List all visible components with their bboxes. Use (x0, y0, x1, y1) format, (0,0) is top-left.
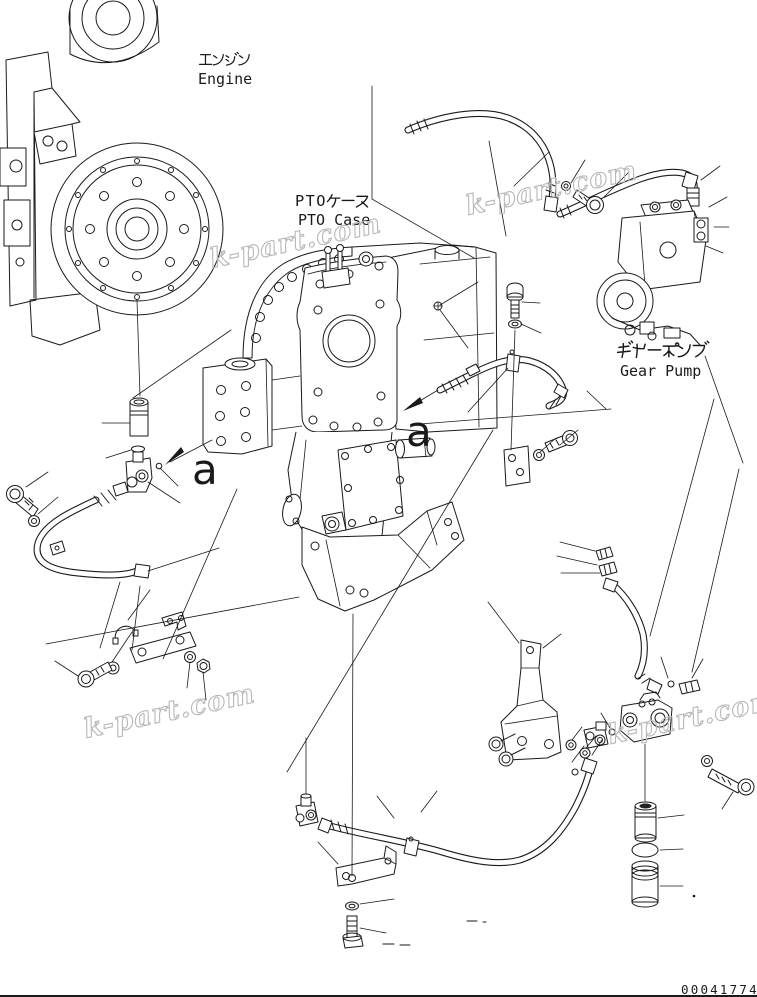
pump-mount-bracket (488, 639, 591, 767)
engine-assembly (0, 0, 224, 346)
bolt-and-washer (6, 485, 40, 527)
page-bottom-border (0, 995, 757, 997)
engine-label-en: Engine (198, 70, 252, 88)
left-hose (33, 481, 151, 579)
hose-clamp (403, 837, 420, 857)
flywheel (50, 142, 224, 316)
top-hose-front (404, 110, 559, 213)
watermark-bottom-left: k-part.com (81, 678, 258, 745)
svg-text:T: T (306, 192, 315, 210)
assembly-arrow-right (403, 389, 439, 411)
leader-lines (25, 85, 744, 934)
filter-o-ring (631, 842, 659, 858)
svg-text:O: O (316, 192, 325, 210)
pto-case-assembly (202, 242, 498, 612)
view-marker-a-right: a (406, 407, 432, 456)
bottom-bracket-parts (335, 845, 487, 949)
pto-mount-bracket (301, 501, 465, 612)
filter-stack (631, 801, 696, 908)
assembly-arrow-left (165, 439, 213, 465)
gear-pump-assembly (596, 199, 709, 346)
return-hose (602, 577, 701, 695)
gear-pump-label-jp (616, 340, 710, 359)
view-marker-a-left: a (192, 445, 218, 494)
bottom-hose (295, 757, 598, 867)
gear-pump-label-en: Gear Pump (620, 362, 701, 380)
pto-left-flange (202, 358, 273, 455)
top-oring-and-bolt (561, 181, 604, 214)
vertical-bolt-parts (503, 282, 578, 487)
engine-label-jp (198, 51, 250, 66)
nut (196, 658, 211, 674)
drawing-number: 00041774 (681, 982, 757, 997)
hose-clamp (49, 540, 66, 556)
left-bracket-parts (77, 611, 211, 688)
right-fittings-chain (595, 546, 618, 577)
hose-clamp (505, 353, 521, 373)
pto-cover-plate (337, 439, 404, 531)
middle-hose (436, 349, 569, 410)
o-ring (131, 445, 145, 453)
breather-and-elbow-fitting-parts (6, 397, 163, 527)
transfer-pump (619, 691, 673, 743)
pump-bolt-and-washer (701, 755, 755, 796)
pto-case-label-en: PTO Case (298, 211, 370, 229)
svg-text:P: P (295, 192, 304, 210)
elbow-and-oring-right (583, 721, 616, 749)
watermark-bottom-right: k-part.com (605, 684, 757, 751)
